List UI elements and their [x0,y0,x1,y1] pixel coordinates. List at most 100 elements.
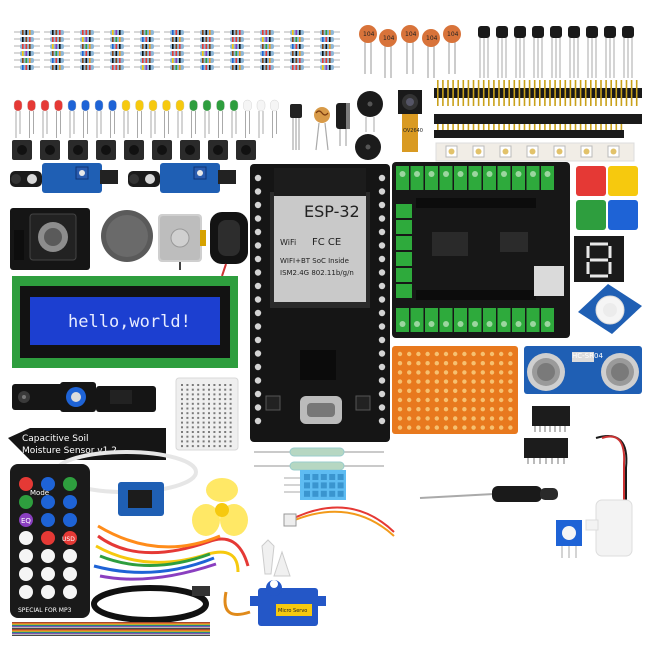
breadboard-hole [197,384,200,386]
resistor-band [239,44,241,49]
header-pin [559,80,561,106]
header-pin [467,80,470,106]
header-pin [564,124,567,130]
resistor-band [232,30,234,35]
esp32-pin-hole [378,309,386,317]
ribbon-wire [12,633,210,635]
esp32-title: ESP-32 [304,202,360,221]
esp32-pin-hole [378,350,386,357]
header-pin [635,80,638,106]
resistor-band [295,30,298,35]
proto-hole [407,397,412,403]
header-pin [503,80,505,106]
pir-motion-sensor [578,284,642,334]
screw-terminal-head [501,321,507,327]
ribbon-wire [12,628,210,629]
transistor-body [532,26,544,38]
proto-hole [508,425,513,430]
resistor-band [292,65,294,70]
transistor-array [478,26,634,78]
header-pin [610,124,612,130]
breadboard-hole [213,440,216,443]
resistor-band [119,44,121,49]
resistor-band [179,44,181,49]
dht11-vent [312,474,319,480]
screwdriver [419,486,558,502]
proto-hole [480,388,485,393]
breadboard-hole [197,435,200,438]
resistor-band [29,65,31,70]
resistor-band [175,65,178,70]
breadboard-hole [213,416,216,419]
resistor-band [149,37,151,42]
transistor-body [622,26,634,38]
resistor-band [202,44,204,49]
proto-hole [489,397,495,403]
resistor-band [239,51,241,56]
resistor-band [232,65,234,70]
breadboard-hole [191,426,194,429]
capacitor-label: 104 [447,31,459,38]
led [256,99,266,112]
breadboard-hole [186,388,189,391]
resistor-band [29,44,31,49]
resistor-band [25,51,28,56]
esp32-pin-hole [254,350,262,357]
esp32-pin-hole [254,201,262,209]
resistor-band [149,65,151,70]
resistor-band [262,58,264,63]
esp32-pin-hole [378,296,386,303]
screw-terminal [425,308,438,332]
remote-key [63,477,77,491]
breadboard-hole [197,431,200,433]
reed-switches [254,447,384,471]
proto-hole [453,388,458,393]
screw-terminal [396,236,412,250]
proto-hole [443,370,449,375]
proto-hole [462,407,467,412]
breadboard-hole [202,435,205,438]
resistor-band [205,37,208,42]
resistor-band [115,37,118,42]
breadboard-hole [208,440,210,443]
breadboard-hole [202,402,205,405]
resistor-band [322,30,324,35]
proto-hole [499,425,504,430]
screw-terminal [454,308,467,332]
breadboard-hole [208,388,210,391]
proto-hole [453,379,458,384]
proto-hole [453,361,458,366]
resistor-band [59,37,61,42]
breadboard-hole [208,393,210,396]
breadboard-hole [181,393,183,396]
proto-hole [462,425,467,430]
proto-hole [489,425,495,430]
header-pin [482,124,485,130]
header-pin [533,124,536,130]
breadboard-hole [218,426,221,429]
header-pin [620,124,623,130]
tact-button-cap [73,145,83,155]
breadboard-hole [208,445,210,448]
header-pin [533,80,536,106]
header-pin [600,80,602,106]
resistor-band [205,44,208,49]
resistor-band [149,30,151,35]
ic-pin [539,458,541,464]
breadboard-hole [186,398,189,401]
resistor-band [265,65,268,70]
resistor-band [235,44,238,49]
ir-receiver [290,104,302,150]
dht11-grid [284,474,344,497]
header-pin [549,124,551,130]
ribbon-wire [12,627,210,629]
screw-terminal [396,166,409,190]
resistor-band [59,58,61,63]
proto-hole [480,351,485,357]
remote-key [63,495,77,509]
breadboard-hole [224,421,227,424]
resistor-band [25,44,28,49]
resistor-band [55,58,58,63]
screw-terminal-head [414,321,420,327]
ic-chip-2 [524,438,568,458]
